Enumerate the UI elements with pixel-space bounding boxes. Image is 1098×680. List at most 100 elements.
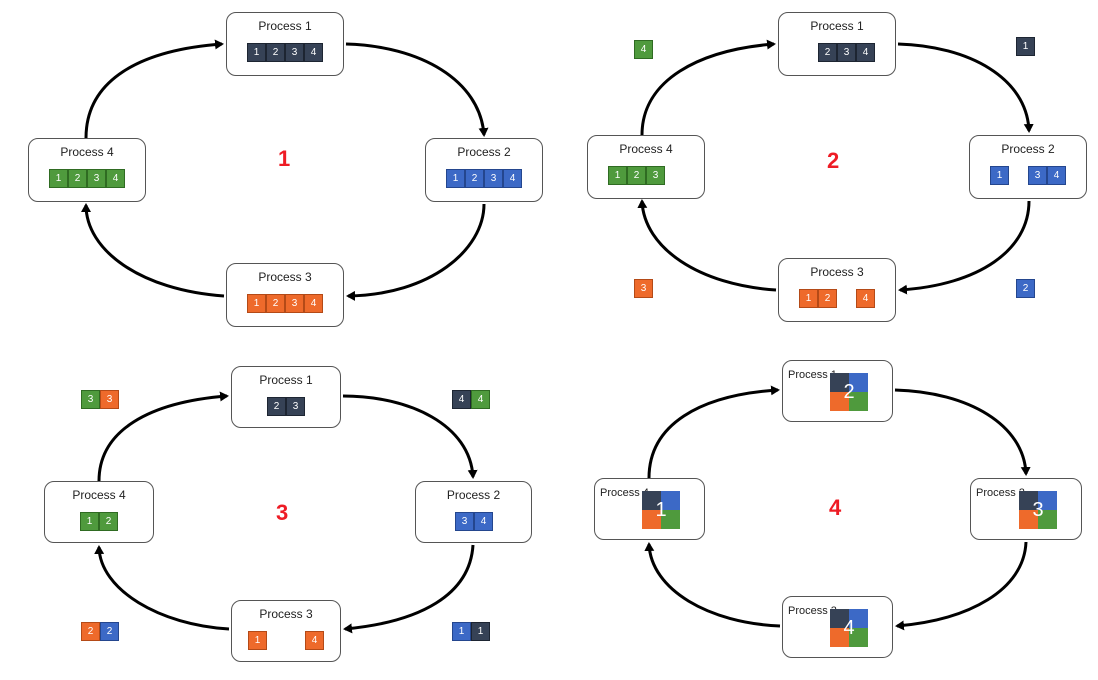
process-label: Process 1 [810,19,864,33]
data-chunk: 4 [1047,166,1066,185]
data-chunk: 1 [990,166,1009,185]
data-chunk: 1 [1016,37,1035,56]
ring-arrows [94,391,478,634]
data-chunk: 3 [87,169,106,188]
data-chunk: 4 [106,169,125,188]
reduced-chunk: 4 [830,609,868,647]
ring-arrows [637,39,1034,295]
process-label: Process 3 [258,270,312,284]
data-chunk: 4 [471,390,490,409]
data-chunk: 2 [81,622,100,641]
data-chunk: 1 [799,289,818,308]
data-chunk: 3 [285,43,304,62]
ring-arrow-3 [343,544,475,634]
data-chunk: 4 [856,289,875,308]
data-chunk: 2 [68,169,87,188]
data-chunk: 4 [856,43,875,62]
step-number: 2 [827,148,840,173]
in-transit-chunk: 1 [1016,37,1035,56]
data-chunk: 3 [837,43,856,62]
reduced-chunk-part [830,392,849,411]
data-chunk: 1 [247,43,266,62]
reduced-chunk-part [849,373,868,392]
ring-arrow-2 [342,394,478,479]
process-label: Process 1 [258,19,312,33]
reduced-chunk-number: 4 [843,616,855,639]
process-label: Process 1 [259,373,313,387]
ring-arrow-3 [346,203,486,301]
ring-arrow-1 [647,385,780,479]
process-label: Process 4 [619,142,673,156]
reduced-chunk-part [849,392,868,411]
step-number: 3 [276,500,289,525]
ring-arrow-4 [94,545,230,631]
data-chunk: 3 [1028,166,1047,185]
process-label: Process 1 [788,369,837,381]
data-chunk: 1 [446,169,465,188]
reduced-chunk: 2 [830,373,868,411]
reduced-chunk-part [849,609,868,628]
process-label: Process 3 [259,607,313,621]
ring-arrow-1 [640,39,776,136]
ring-arrow-1 [84,39,224,139]
data-chunk: 2 [818,289,837,308]
ring-arrow-4 [637,199,777,292]
ring-arrow-2 [897,42,1034,133]
data-chunk: 1 [247,294,266,313]
in-transit-chunk: 2 [1016,279,1035,298]
data-chunk: 1 [471,622,490,641]
data-chunk: 3 [455,512,474,531]
data-chunk: 2 [100,622,119,641]
data-chunk: 4 [304,294,323,313]
ring-arrows [644,385,1031,631]
data-chunk: 1 [80,512,99,531]
data-chunk: 2 [465,169,484,188]
data-chunk: 1 [49,169,68,188]
ring-arrow-4 [644,542,781,628]
data-chunk: 4 [304,43,323,62]
data-chunk: 2 [627,166,646,185]
reduced-chunk-number: 1 [655,498,667,521]
reduced-chunk-part [849,628,868,647]
data-chunk: 3 [484,169,503,188]
data-chunk: 3 [286,397,305,416]
ring-arrow-3 [898,200,1031,295]
data-chunk: 2 [266,294,285,313]
data-chunk: 2 [99,512,118,531]
data-chunk: 4 [474,512,493,531]
data-chunk: 4 [634,40,653,59]
process-label: Process 2 [446,488,501,502]
data-chunk: 1 [452,622,471,641]
data-chunk: 4 [503,169,522,188]
process-label: Process 2 [976,487,1025,499]
reduced-chunk-part [830,628,849,647]
process-label: Process 4 [72,488,126,502]
process-label: Process 4 [60,145,114,159]
data-chunk: 3 [285,294,304,313]
ring-arrow-1 [97,391,229,482]
